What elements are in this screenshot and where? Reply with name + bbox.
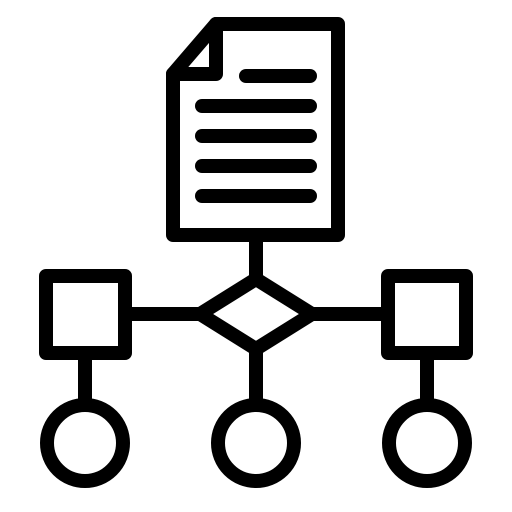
square-node-right xyxy=(381,269,473,360)
circle-node-center xyxy=(211,398,301,488)
document-icon xyxy=(166,17,345,242)
document-fold xyxy=(166,17,223,81)
square-node-left xyxy=(39,269,132,360)
diamond-decision-node xyxy=(193,272,319,356)
circle-node-left xyxy=(40,398,130,488)
circle-node-right xyxy=(382,398,472,488)
